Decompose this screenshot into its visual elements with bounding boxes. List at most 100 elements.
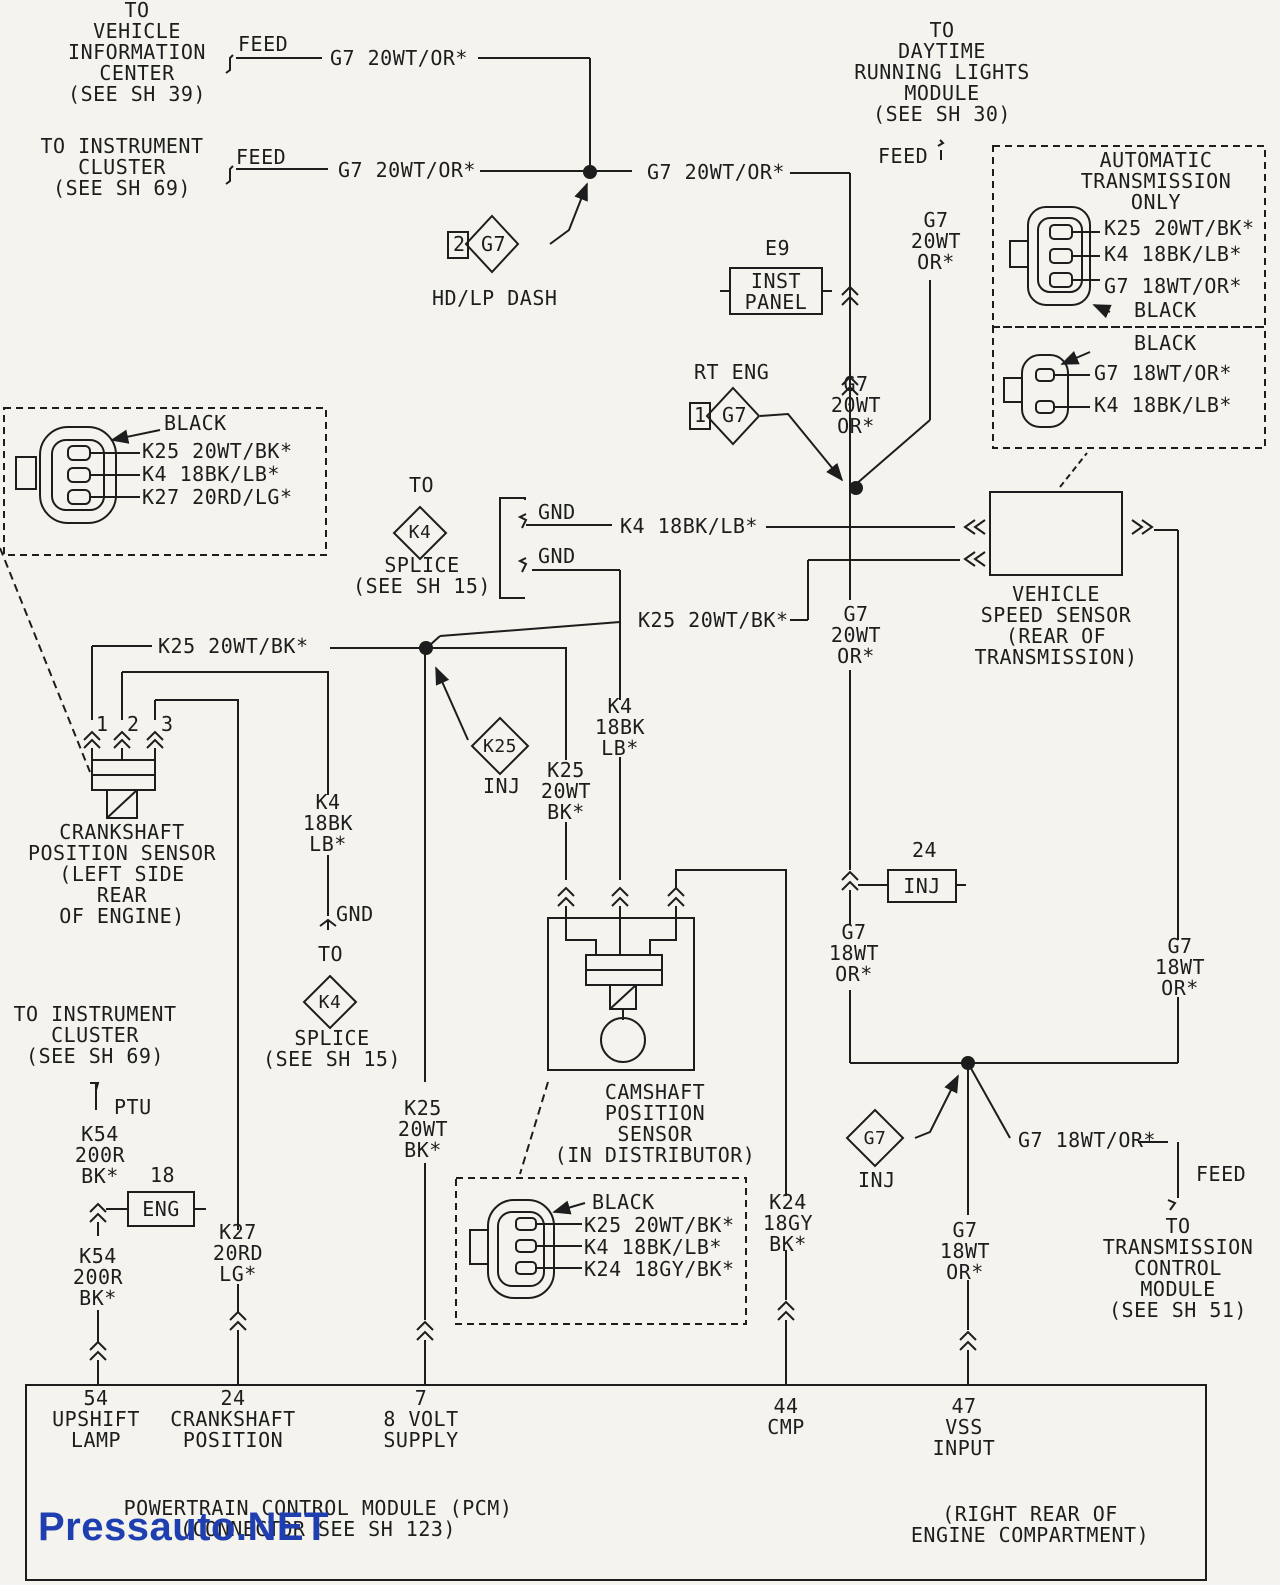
e9-label: E9 — [765, 236, 791, 260]
k4-diamond-bottom — [302, 974, 358, 1030]
left-conn-k25: K25 20WT/BK* — [142, 439, 293, 463]
cam-conn-k24: K24 18GY/BK* — [584, 1257, 735, 1281]
k25-diamond-inj — [470, 716, 530, 776]
g7-hdlp-label: G7 — [481, 232, 507, 256]
rt-eng-num: 1 — [694, 403, 707, 427]
g7-diamond-rt-eng — [705, 386, 761, 446]
tcm-feed-label: FEED — [1196, 1162, 1247, 1186]
vss-connector — [1021, 354, 1069, 428]
k27-label: K27 20RD LG* — [212, 1220, 264, 1286]
k4-diamond-bottom-label: K4 — [318, 992, 342, 1013]
g7-diamond-hdlp — [464, 214, 520, 274]
vss-label: VEHICLE SPEED SENSOR (REAR OF TRANSMISSI… — [974, 582, 1138, 669]
vss-g7-label: G7 18WT/OR* — [1094, 361, 1232, 385]
vic-wire-label: G7 20WT/OR* — [330, 46, 468, 70]
pcm-pin-54-num: 54 — [83, 1386, 109, 1410]
at-k25-label: K25 20WT/BK* — [1104, 216, 1255, 240]
rt-eng-g7: G7 — [722, 403, 748, 427]
g7-vert-label: G7 20WT OR* — [830, 602, 882, 668]
inj2-label: INJ — [858, 1168, 896, 1192]
k25-inj-diamond-label: K25 — [482, 736, 518, 757]
inj1-label: INJ — [483, 774, 521, 798]
g7-low-label: G7 18WT OR* — [939, 1218, 991, 1284]
pcm-pin-7-num: 7 — [414, 1386, 428, 1410]
drl-wire-label: G7 20WT OR* — [910, 208, 962, 274]
drl-label: TO DAYTIME RUNNING LIGHTS MODULE (SEE SH… — [854, 18, 1030, 126]
cluster-feed-label: FEED — [236, 145, 287, 169]
pcm-pin-54: 54 UPSHIFT LAMP — [52, 1388, 140, 1451]
pcm-pin-24-num: 24 — [220, 1386, 246, 1410]
pcm-pin-47: 47 VSS INPUT — [933, 1396, 996, 1459]
k25-wire-left-label: K25 20WT/BK* — [158, 634, 309, 658]
cam-conn-black: BLACK — [592, 1190, 655, 1214]
left-conn-k27: K27 20RD/LG* — [142, 485, 293, 509]
vss-black-label: BLACK — [1134, 331, 1197, 355]
tcm-label: TO TRANSMISSION CONTROL MODULE (SEE SH 5… — [1102, 1214, 1254, 1322]
k25-vert-label: K25 20WT BK* — [540, 758, 592, 824]
g7-18-left-label: G7 18WT OR* — [828, 920, 880, 986]
k25-wire-right-label: K25 20WT/BK* — [638, 608, 789, 632]
vss-k4-label: K4 18BK/LB* — [1094, 393, 1232, 417]
pcm-pin-44: 44 CMP — [767, 1396, 805, 1438]
g7-mid-wire-label: G7 20WT OR* — [830, 372, 882, 438]
k4-vert-label: K4 18BK LB* — [594, 694, 646, 760]
gnd1-label: GND — [538, 500, 576, 524]
k4-diamond-top — [392, 505, 448, 561]
g7-inj-diamond-label: G7 — [863, 1128, 887, 1149]
k54-top-label: K54 200R BK* — [74, 1122, 126, 1188]
crank-sensor-label: CRANKSHAFT POSITION SENSOR (LEFT SIDE RE… — [27, 820, 217, 928]
at-black-label: BLACK — [1134, 298, 1197, 322]
auto-trans-label: AUTOMATIC TRANSMISSION ONLY — [1080, 148, 1232, 214]
cluster2-label: TO INSTRUMENT CLUSTER (SEE SH 69) — [13, 1002, 177, 1068]
k4-wire-label: K4 18BK/LB* — [620, 514, 758, 538]
cluster-label: TO INSTRUMENT CLUSTER (SEE SH 69) — [40, 134, 204, 200]
g7-18-right-label: G7 18WT OR* — [1154, 934, 1206, 1000]
crank-pin-1: 1 — [96, 712, 109, 736]
crank-pin-2: 2 — [127, 712, 140, 736]
cam-conn-k25: K25 20WT/BK* — [584, 1213, 735, 1237]
to-k4-top: TO — [409, 473, 435, 497]
crank-pin-3: 3 — [161, 712, 174, 736]
k24-label: K24 18GY BK* — [762, 1190, 814, 1256]
to-k4-bottom: TO — [318, 942, 344, 966]
eng18-label: ENG — [142, 1197, 180, 1221]
at-g7-label: G7 18WT/OR* — [1104, 274, 1242, 298]
k25-bottom-label: K25 20WT BK* — [397, 1096, 449, 1162]
vss-box — [989, 491, 1123, 576]
pcm-location: (RIGHT REAR OF ENGINE COMPARTMENT) — [910, 1502, 1150, 1547]
splice-top-label: SPLICE (SEE SH 15) — [353, 553, 491, 598]
drl-feed-label: FEED — [878, 144, 929, 168]
pcm-pin-54-label: UPSHIFT LAMP — [52, 1407, 140, 1452]
arrow-hd-lp — [549, 182, 588, 245]
at-k4-label: K4 18BK/LB* — [1104, 242, 1242, 266]
pcm-pin-7-label: 8 VOLT SUPPLY — [383, 1407, 459, 1452]
pcm-pin-7: 7 8 VOLT SUPPLY — [383, 1388, 458, 1451]
watermark: Pressauto.NET — [38, 1505, 330, 1549]
splice-node-g7-bottom — [961, 1056, 975, 1070]
pcm-pin-44-num: 44 — [773, 1394, 799, 1418]
inst-panel-label: INST PANEL — [744, 269, 808, 314]
ptu-label: PTU — [114, 1095, 152, 1119]
g7-hdlp-num: 2 — [453, 232, 466, 256]
pcm-pin-44-label: CMP — [767, 1415, 805, 1439]
pcm-pin-24-label: CRANKSHAFT POSITION — [170, 1407, 296, 1452]
splice-node-g7 — [849, 481, 863, 495]
rt-eng-label: RT ENG — [694, 360, 770, 384]
hd-lp-dash-label: HD/LP DASH — [432, 286, 558, 310]
feed-bracket-cluster — [225, 165, 234, 185]
k4-diamond-top-label: K4 — [408, 522, 432, 543]
k4-left-label: K4 18BK LB* — [302, 790, 354, 856]
vic-feed-label: FEED — [238, 32, 289, 56]
cluster-wire-label: G7 20WT/OR* — [338, 158, 476, 182]
splice-node-k25 — [419, 641, 433, 655]
g7-diamond-inj — [845, 1108, 905, 1168]
pcm-title: POWERTRAIN CONTROL MODULE (PCM) (CONNECT… — [123, 1496, 513, 1541]
inj24-num: 24 — [912, 838, 938, 862]
vic-label: TO VEHICLE INFORMATION CENTER (SEE SH 39… — [68, 0, 206, 106]
k54-bottom-label: K54 200R BK* — [72, 1244, 124, 1310]
left-conn-k4: K4 18BK/LB* — [142, 462, 280, 486]
feed-bracket-vic — [225, 54, 234, 74]
inj24-label: INJ — [903, 874, 941, 898]
